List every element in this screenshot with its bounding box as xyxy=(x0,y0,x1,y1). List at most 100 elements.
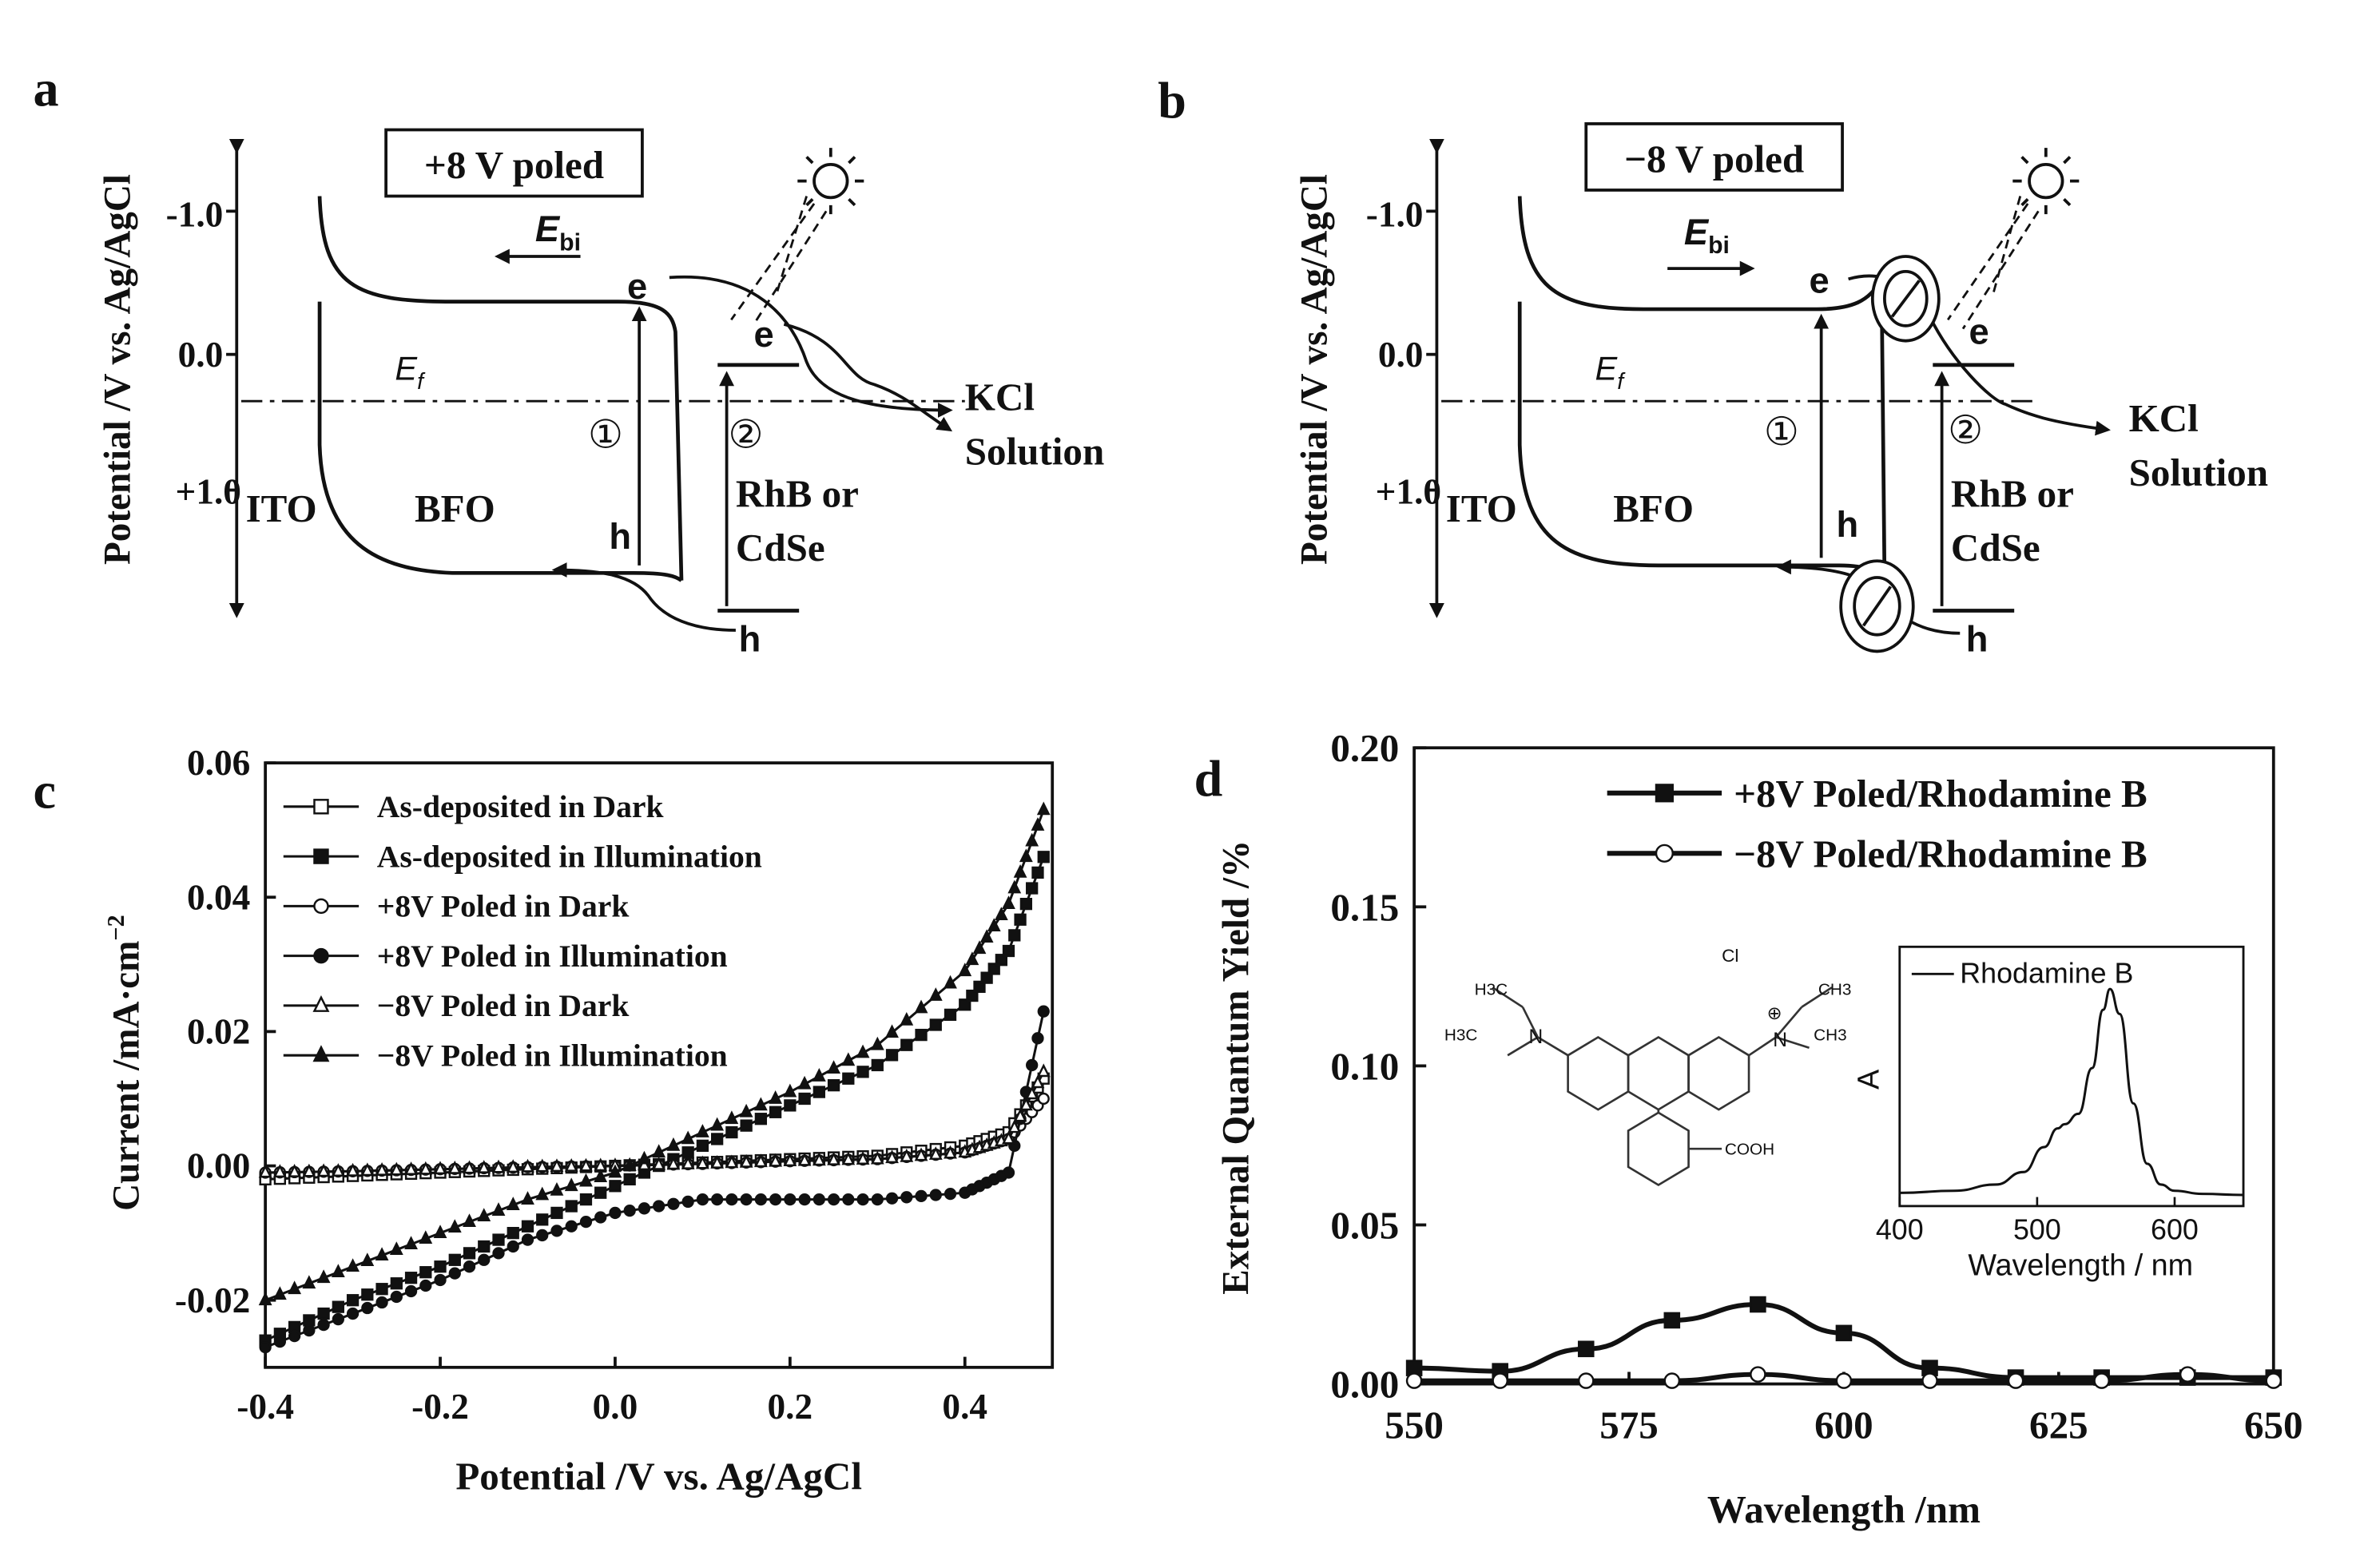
inset-x-tick-label: 400 xyxy=(1876,1213,1924,1245)
panel-c-data-point xyxy=(915,1189,928,1203)
panel-c-data-point xyxy=(288,1163,302,1177)
panel-c-data-point xyxy=(404,1161,418,1175)
panel-c-data-point xyxy=(1025,1086,1039,1100)
panel-c-data-point xyxy=(1019,898,1033,911)
panel-a-bfo-label: BFO xyxy=(415,486,495,530)
panel-c-data-point xyxy=(316,1269,331,1284)
panel-c-data-point xyxy=(258,1164,272,1178)
panel-c-data-point xyxy=(478,1253,491,1266)
panel-b-bfo-label: BFO xyxy=(1613,486,1694,530)
panel-c-data-point xyxy=(565,1200,578,1213)
panel-c-data-point xyxy=(1007,879,1022,894)
panel-c-data-point xyxy=(303,1314,316,1327)
panel-c-data-point xyxy=(841,1151,856,1165)
panel-d-data-point xyxy=(1577,1372,1595,1389)
panel-a-hole-1: h xyxy=(609,516,631,557)
panel-c-data-point xyxy=(1026,882,1039,895)
panel-c-data-point xyxy=(928,1146,943,1160)
panel-c-data-point xyxy=(434,1260,447,1273)
panel-a-step-1: ① xyxy=(588,414,623,457)
panel-c-data-point xyxy=(1002,944,1015,958)
panel-d-legend: +8V Poled/Rhodamine B−8V Poled/Rhodamine… xyxy=(1607,772,2147,875)
panel-c-data-point xyxy=(885,1192,899,1205)
panel-a-ito-label: ITO xyxy=(246,486,317,530)
panel-c-data-point xyxy=(579,1215,593,1229)
panel-c-data-point xyxy=(987,918,1001,932)
panel-c-legend-label: As-deposited in Illumination xyxy=(377,839,762,874)
panel-c-data-point xyxy=(740,1119,753,1132)
panel-c-data-point xyxy=(667,1197,680,1210)
panel-d-data-point xyxy=(1750,1296,1766,1313)
panel-c-data-point xyxy=(753,1097,768,1111)
panel-c-data-point xyxy=(652,1156,666,1170)
panel-d-x-tick-label: 625 xyxy=(2029,1403,2088,1447)
panel-d-y-tick-label: 0.20 xyxy=(1330,726,1399,770)
panel-c-data-point xyxy=(965,951,979,966)
panel-c-data-point xyxy=(535,1186,550,1201)
panel-a-field-label: Ebi xyxy=(535,208,581,256)
panel-c-data-point xyxy=(390,1277,403,1290)
panel-b-poled-label: −8 V poled xyxy=(1624,137,1804,181)
panel-c-data-point xyxy=(769,1193,782,1206)
panel-c-data-point xyxy=(623,1204,636,1217)
panel-c-data-point xyxy=(375,1283,388,1296)
panel-c-data-point xyxy=(434,1273,447,1287)
panel-c-data-point xyxy=(797,1152,812,1166)
panel-c-data-point xyxy=(478,1240,491,1253)
panel-c-data-point xyxy=(463,1160,476,1174)
panel-c-data-point xyxy=(900,1191,913,1204)
panel-c-data-point xyxy=(871,1058,884,1072)
panel-c-data-point xyxy=(966,989,979,1002)
panel-c-data-point xyxy=(681,1156,695,1169)
panel-c-y-axis-label: Current /mA·cm−2 xyxy=(102,915,148,1211)
panel-d-legend-label: +8V Poled/Rhodamine B xyxy=(1734,772,2147,816)
svg-text:⊕: ⊕ xyxy=(1767,1003,1782,1023)
panel-c-data-point xyxy=(725,1110,739,1125)
panel-b-solution-line1: KCl xyxy=(2129,396,2199,440)
panel-b-valence-band xyxy=(1517,301,1886,582)
panel-c-data-point xyxy=(681,1130,695,1145)
panel-a-ytick-1: -1.0 xyxy=(166,194,224,234)
panel-c-data-point xyxy=(994,907,1008,921)
panel-c-data-point xyxy=(317,1307,330,1320)
panel-c-data-point xyxy=(447,1219,462,1233)
panel-c-data-point xyxy=(980,971,993,984)
svg-text:COOH: COOH xyxy=(1725,1141,1774,1159)
panel-c-data-point xyxy=(725,1193,738,1206)
panel-b-electron-1: e xyxy=(1810,260,1830,300)
svg-text:H3C: H3C xyxy=(1444,1026,1478,1044)
panel-c-data-point xyxy=(303,1324,316,1337)
panel-c-data-point xyxy=(1036,801,1051,816)
panel-c-data-point xyxy=(360,1252,375,1267)
panel-c-data-point xyxy=(784,1099,797,1112)
panel-a-band-diagram: a -1.0 0.0 +1.0 Potential /V vs. Ag/AgCl… xyxy=(34,60,1105,659)
panel-a-hole-2: h xyxy=(739,618,761,659)
panel-c-data-point xyxy=(856,1044,870,1058)
panel-c-data-point xyxy=(652,1144,666,1158)
inset-x-tick-label: 500 xyxy=(2013,1213,2061,1245)
panel-c-data-point xyxy=(521,1220,534,1233)
panel-c-data-point xyxy=(1002,1130,1015,1145)
panel-d-y-tick-label: 0.00 xyxy=(1330,1363,1399,1407)
svg-text:Cl: Cl xyxy=(1722,946,1738,966)
panel-c-data-point xyxy=(564,1177,578,1192)
panel-c-data-point xyxy=(653,1200,665,1213)
panel-c-data-point xyxy=(666,1137,681,1151)
inset-absorbance-curve xyxy=(1899,987,2244,1197)
panel-c-legend-marker xyxy=(313,848,329,864)
panel-b-rhb-line2: CdSe xyxy=(1951,526,2040,570)
panel-c-series-4 xyxy=(258,1063,1051,1178)
panel-c-data-point xyxy=(433,1161,447,1175)
panel-c-series-line xyxy=(264,856,1045,1342)
panel-d-data-point xyxy=(2093,1372,2110,1389)
panel-c-data-point xyxy=(273,1335,287,1348)
panel-c-data-point xyxy=(316,1163,331,1177)
panel-c-data-point xyxy=(521,1158,534,1173)
panel-c-data-point xyxy=(769,1153,783,1167)
panel-c-x-axis-label: Potential /V vs. Ag/AgCl xyxy=(455,1455,862,1499)
panel-d-data-point xyxy=(1921,1372,1938,1389)
panel-c-data-point xyxy=(259,1340,272,1354)
panel-d-data-point xyxy=(1750,1366,1766,1383)
panel-c-data-point xyxy=(856,1066,869,1078)
